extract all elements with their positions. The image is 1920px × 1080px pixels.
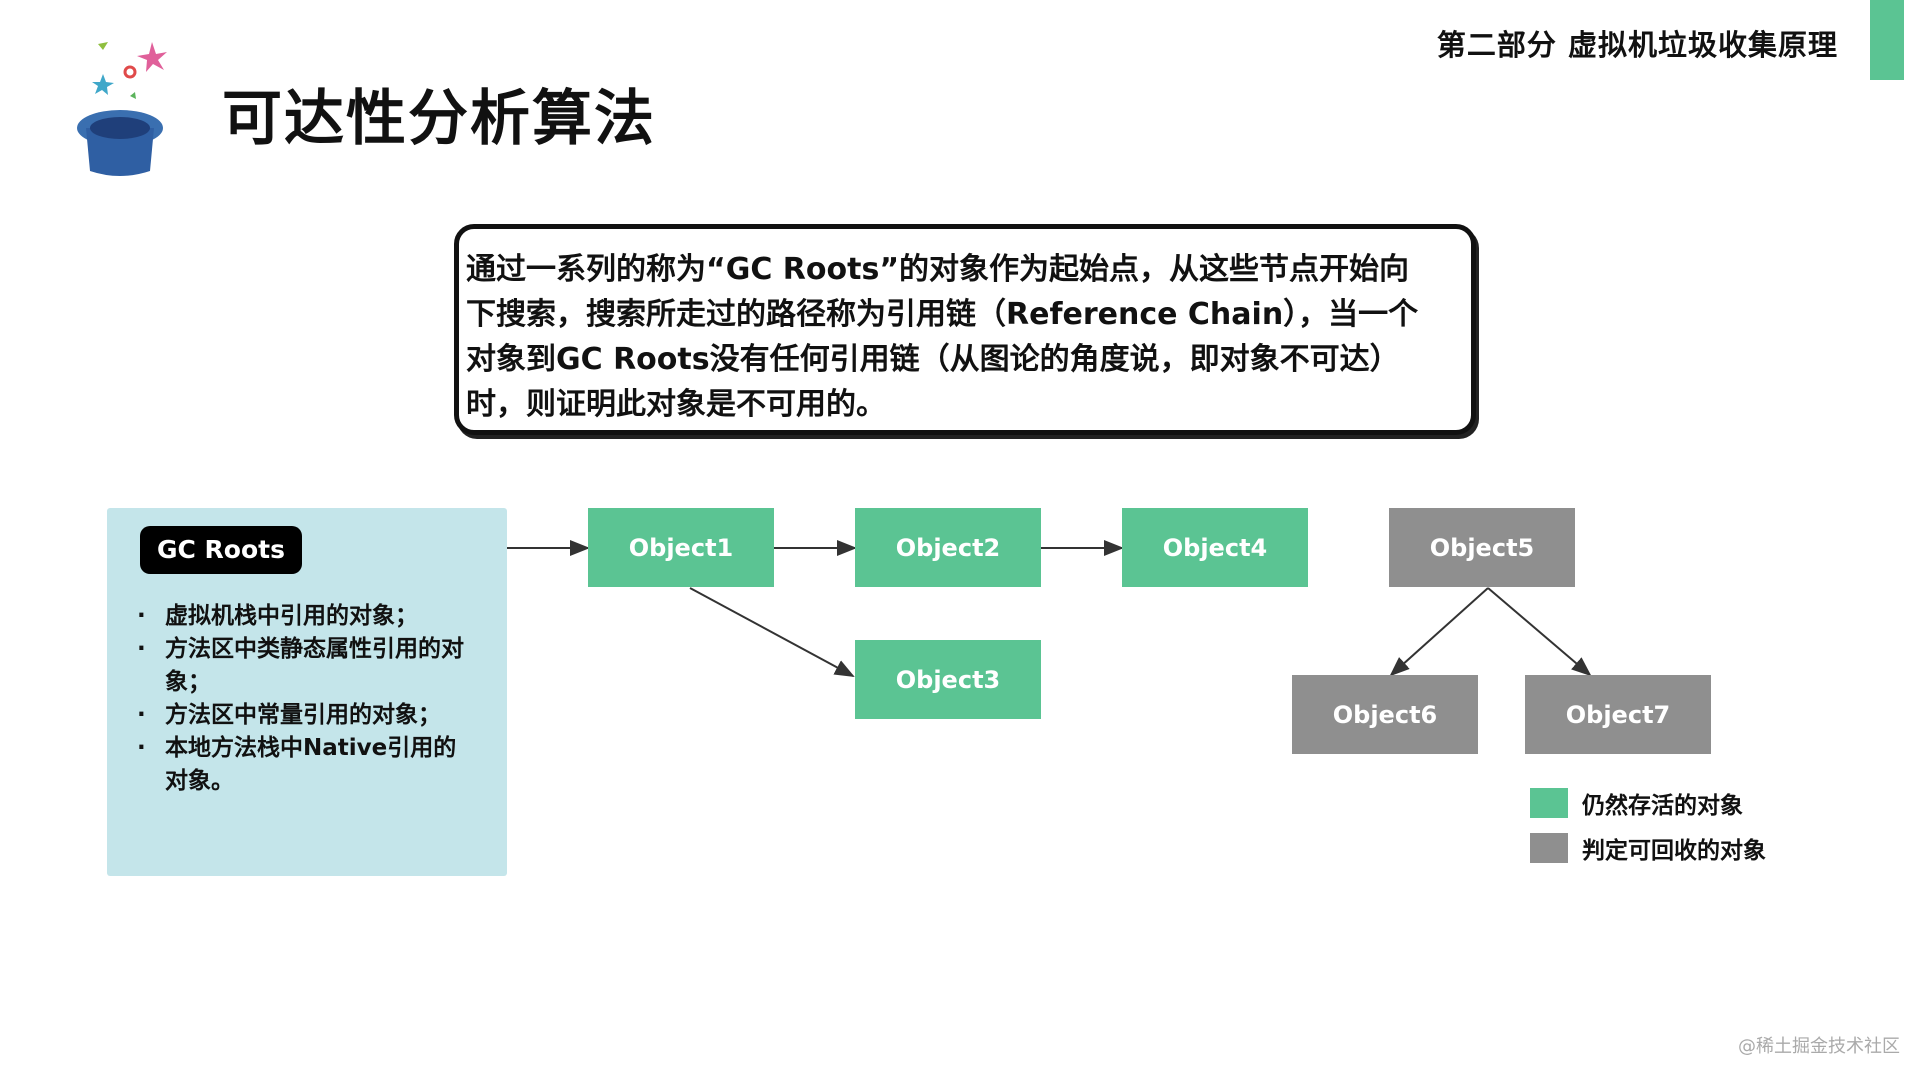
arrow-object1-object3 bbox=[689, 587, 855, 677]
legend-dead: 判定可回收的对象 bbox=[1530, 833, 1766, 864]
node-object6: Object6 bbox=[1292, 675, 1478, 754]
accent-bar bbox=[1870, 0, 1904, 80]
legend-alive-label: 仍然存活的对象 bbox=[1582, 793, 1743, 819]
node-object3: Object3 bbox=[855, 640, 1041, 719]
legend-alive: 仍然存活的对象 bbox=[1530, 788, 1743, 819]
node-object1: Object1 bbox=[588, 508, 774, 587]
gc-roots-list: 虚拟机栈中引用的对象； 方法区中类静态属性引用的对象； 方法区中常量引用的对象；… bbox=[137, 600, 477, 798]
page-title: 可达性分析算法 bbox=[222, 84, 656, 154]
node-object2: Object2 bbox=[855, 508, 1041, 587]
gc-roots-panel: GC Roots 虚拟机栈中引用的对象； 方法区中类静态属性引用的对象； 方法区… bbox=[107, 508, 507, 876]
magic-hat-logo-icon bbox=[77, 42, 167, 176]
node-object5: Object5 bbox=[1389, 508, 1575, 587]
gc-roots-item: 虚拟机栈中引用的对象； bbox=[137, 600, 477, 633]
node-object4: Object4 bbox=[1122, 508, 1308, 587]
definition-line: 下搜索，搜索所走过的路径称为引用链（Reference Chain），当一个 bbox=[466, 297, 1419, 332]
arrow-object5-object7 bbox=[1487, 587, 1592, 677]
legend-alive-swatch bbox=[1530, 788, 1568, 818]
definition-line: 时，则证明此对象是不可用的。 bbox=[466, 387, 886, 422]
arrow-object5-object6 bbox=[1389, 587, 1489, 677]
gc-roots-item: 方法区中类静态属性引用的对象； bbox=[137, 633, 477, 699]
legend-dead-swatch bbox=[1530, 833, 1568, 863]
gc-roots-item: 方法区中常量引用的对象； bbox=[137, 699, 477, 732]
watermark: @稀土掘金技术社区 bbox=[1738, 1036, 1900, 1057]
definition-line: 对象到GC Roots没有任何引用链（从图论的角度说，即对象不可达） bbox=[466, 342, 1400, 377]
definition-line: 通过一系列的称为“GC Roots”的对象作为起始点，从这些节点开始向 bbox=[466, 252, 1410, 287]
gc-roots-title: GC Roots bbox=[140, 526, 302, 574]
legend-dead-label: 判定可回收的对象 bbox=[1582, 838, 1766, 864]
node-object7: Object7 bbox=[1525, 675, 1711, 754]
definition-box: 通过一系列的称为“GC Roots”的对象作为起始点，从这些节点开始向 下搜索，… bbox=[454, 224, 1476, 435]
gc-roots-item: 本地方法栈中Native引用的对象。 bbox=[137, 732, 477, 798]
section-title: 第二部分 虚拟机垃圾收集原理 bbox=[1436, 28, 1838, 62]
